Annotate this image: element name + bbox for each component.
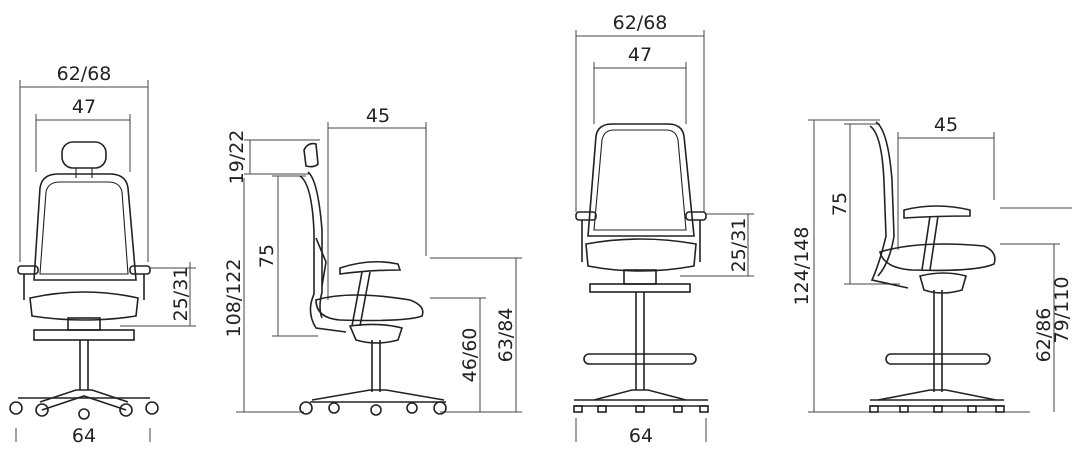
backrest-height-dimension: 75 <box>256 175 318 337</box>
overall-width-dimension: 62/68 <box>19 63 149 262</box>
armrest-height-dimension: 25/31 <box>120 262 196 327</box>
front-stool-outline <box>573 123 709 413</box>
stool-seat-width-label: 47 <box>628 44 652 66</box>
stool-seat-depth-dimension: 45 <box>897 114 995 250</box>
overall-height-label: 108/122 <box>223 259 245 338</box>
seat-width-label: 47 <box>72 96 96 118</box>
headrest-height-label: 19/22 <box>226 130 248 185</box>
stool-side-armrest-height-label: 79/110 <box>1051 277 1072 344</box>
headrest-height-dimension: 19/22 <box>226 130 320 185</box>
stool-seat-width-dimension: 47 <box>593 44 687 124</box>
side-stool-outline <box>869 121 1005 413</box>
stool-overall-height-dimension: 124/148 <box>791 119 1030 413</box>
side-stool-view: 124/148 75 45 62/86 79/110 <box>791 114 1072 413</box>
side-armrest-height-label: 63/84 <box>495 308 517 363</box>
stool-overall-width-label: 62/68 <box>613 12 668 34</box>
side-chair-outline <box>299 142 447 416</box>
stool-seat-height-label: 62/86 <box>1033 308 1055 363</box>
stool-seat-height-dimension: 62/86 <box>1000 243 1060 412</box>
stool-base-width-label: 64 <box>629 425 653 446</box>
seat-height-dimension: 46/60 <box>430 297 486 413</box>
stool-armrest-height-dimension: 25/31 <box>680 213 754 277</box>
side-chair-view: 19/22 108/122 75 45 46/60 <box>223 105 522 416</box>
seat-depth-dimension: 45 <box>327 105 427 300</box>
stool-armrest-height-label: 25/31 <box>728 218 750 273</box>
stool-armrest-height-dimension-side: 79/110 <box>1000 207 1072 344</box>
stool-overall-width-dimension: 62/68 <box>575 12 705 212</box>
front-stool-view: 62/68 47 25/31 64 <box>573 12 754 447</box>
seat-width-dimension: 47 <box>35 96 131 172</box>
overall-width-label: 62/68 <box>57 63 112 85</box>
stool-seat-depth-label: 45 <box>934 114 958 136</box>
armrest-height-label: 25/31 <box>170 267 192 322</box>
seat-height-label: 46/60 <box>459 328 481 383</box>
base-width-label: 64 <box>72 425 96 446</box>
stool-backrest-height-dimension: 75 <box>829 123 900 285</box>
side-armrest-height-dimension: 63/84 <box>430 257 522 413</box>
base-width-dimension: 64 <box>15 425 151 447</box>
stool-overall-height-label: 124/148 <box>791 227 813 306</box>
front-chair-outline <box>9 141 159 420</box>
backrest-height-label: 75 <box>256 244 278 268</box>
stool-base-width-dimension: 64 <box>575 418 707 447</box>
overall-height-dimension: 108/122 <box>223 178 304 413</box>
front-chair-view: 62/68 47 25/31 64 <box>9 63 196 447</box>
stool-backrest-height-label: 75 <box>829 192 851 216</box>
seat-depth-label: 45 <box>366 105 390 127</box>
